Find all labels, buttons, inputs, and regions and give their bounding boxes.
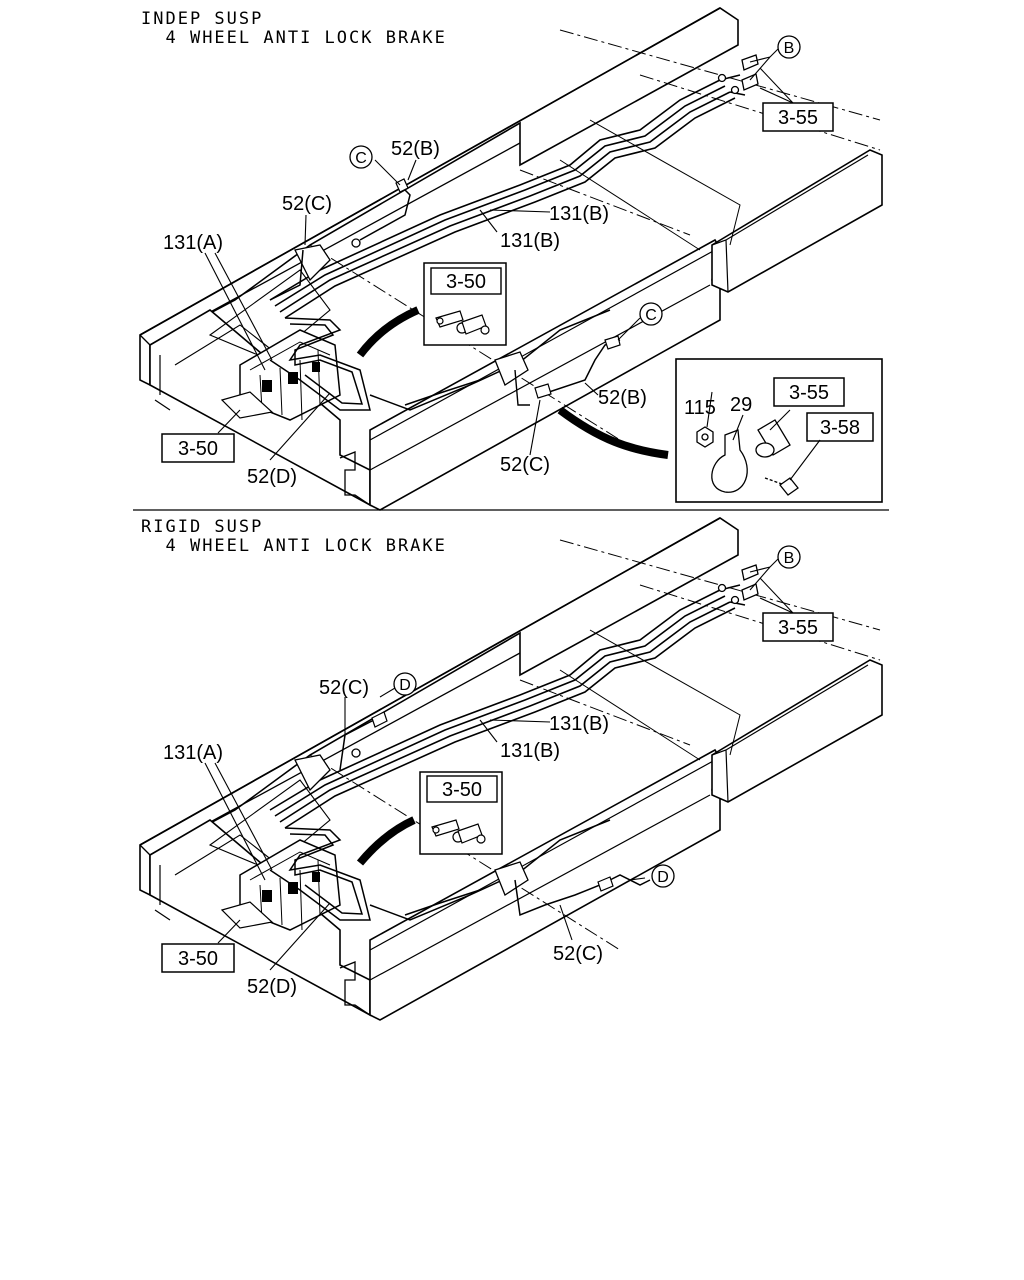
label-131b-1: 131(B) bbox=[549, 203, 609, 225]
ref-3-55-top: 3-55 bbox=[778, 617, 818, 639]
indep-susp-heading: INDEP SUSP 4 WHEEL ANTI LOCK BRAKE bbox=[141, 10, 447, 48]
heading-line-2: 4 WHEEL ANTI LOCK BRAKE bbox=[165, 28, 447, 48]
indep-susp-figure: B C C 3-55 3-50 3-50 3-55 3-58 bbox=[139, 7, 883, 511]
label-115: 115 bbox=[684, 397, 716, 419]
label-52b-top: 52(B) bbox=[391, 138, 440, 160]
label-29: 29 bbox=[730, 394, 752, 416]
label-52c-top: 52(C) bbox=[319, 677, 369, 699]
heading-line-1: RIGID SUSP bbox=[141, 517, 264, 537]
circle-c-top: C bbox=[355, 150, 367, 167]
ref-3-50-center: 3-50 bbox=[446, 271, 486, 293]
label-131b-2: 131(B) bbox=[500, 230, 560, 252]
label-131a: 131(A) bbox=[163, 742, 223, 764]
union-fitting-icon bbox=[435, 310, 490, 335]
label-131b-2: 131(B) bbox=[500, 740, 560, 762]
ref-3-55-detail: 3-55 bbox=[789, 382, 829, 404]
ref-3-50-left: 3-50 bbox=[178, 948, 218, 970]
label-52b-right: 52(B) bbox=[598, 387, 647, 409]
heading-line-2: 4 WHEEL ANTI LOCK BRAKE bbox=[165, 536, 447, 556]
rigid-susp-figure: B D D 3-55 3-50 3-50 52(C) 131(A) 131(B)… bbox=[139, 517, 883, 1021]
label-131a: 131(A) bbox=[163, 232, 223, 254]
circle-c-right: C bbox=[645, 307, 657, 324]
label-52d: 52(D) bbox=[247, 466, 297, 488]
circle-b: B bbox=[784, 550, 795, 567]
label-52c-top: 52(C) bbox=[282, 193, 332, 215]
rigid-susp-heading: RIGID SUSP 4 WHEEL ANTI LOCK BRAKE bbox=[141, 518, 447, 556]
ref-3-58-detail: 3-58 bbox=[820, 417, 860, 439]
ref-3-50-left: 3-50 bbox=[178, 438, 218, 460]
ref-3-50-center: 3-50 bbox=[442, 779, 482, 801]
circle-b: B bbox=[784, 40, 795, 57]
circle-d-right: D bbox=[657, 869, 669, 886]
frame-assembly bbox=[139, 517, 883, 1021]
clip-icon bbox=[711, 429, 748, 493]
label-52c-bottom: 52(C) bbox=[553, 943, 603, 965]
ref-3-55-top: 3-55 bbox=[778, 107, 818, 129]
label-52d: 52(D) bbox=[247, 976, 297, 998]
bolt-icon bbox=[779, 477, 799, 496]
union-fitting-icon bbox=[431, 819, 486, 844]
label-52c-bottom: 52(C) bbox=[500, 454, 550, 476]
label-131b-1: 131(B) bbox=[549, 713, 609, 735]
heading-line-1: INDEP SUSP bbox=[141, 9, 264, 29]
circle-d-top: D bbox=[399, 677, 411, 694]
